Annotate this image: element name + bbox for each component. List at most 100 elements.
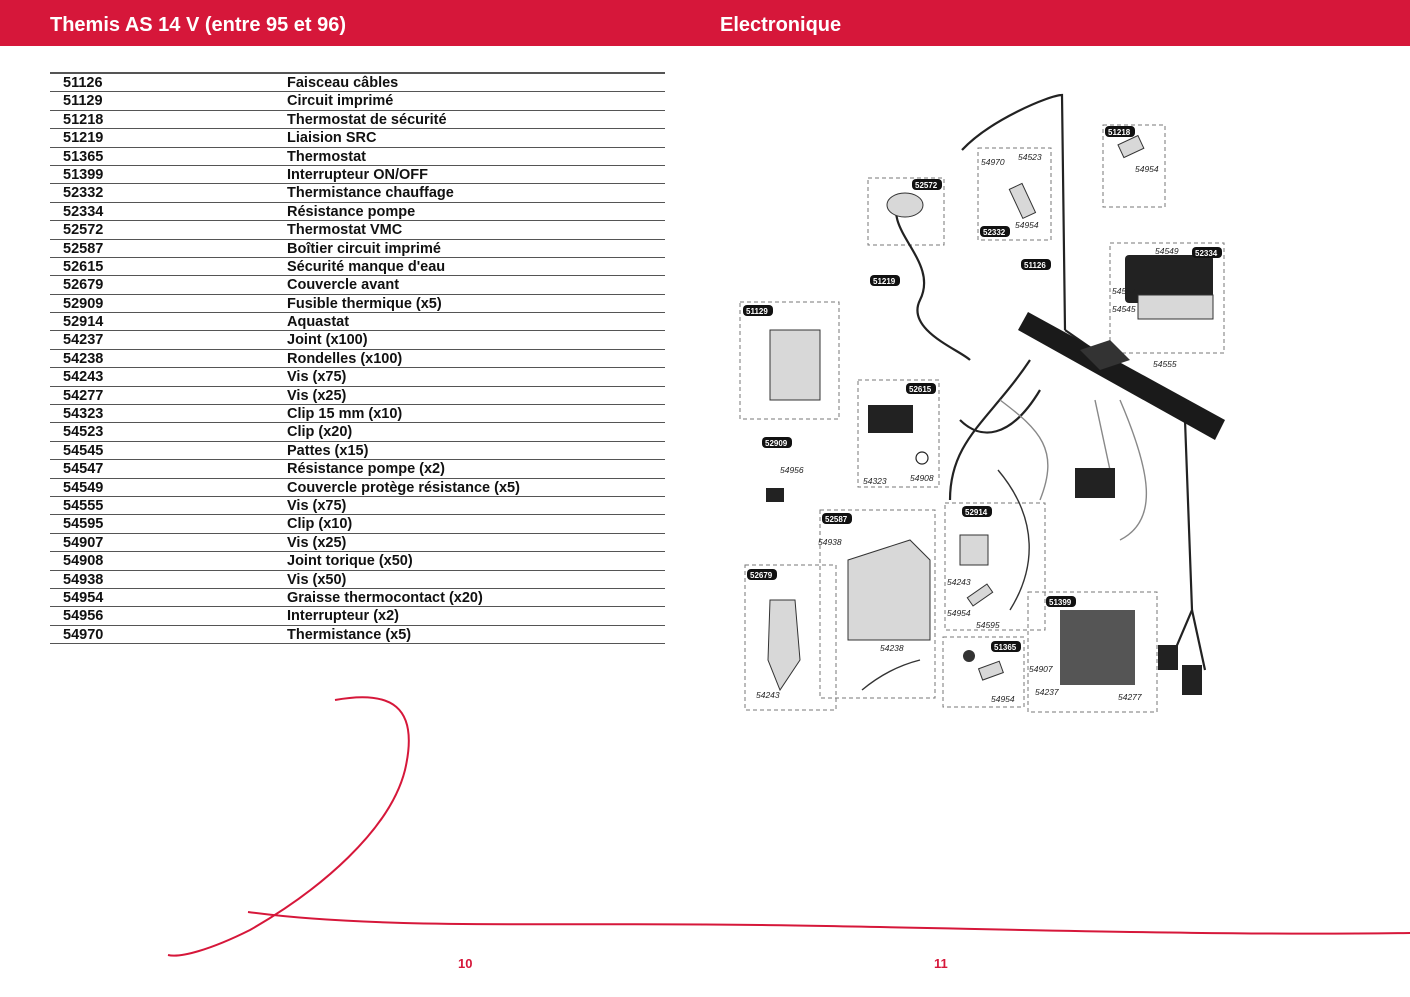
- group-box-52587: [819, 509, 936, 699]
- part-description: Thermostat: [287, 148, 366, 165]
- page-title-right: Electronique: [720, 14, 842, 36]
- part-ref: 54954: [63, 589, 104, 606]
- part-description: Vis (x25): [287, 387, 347, 404]
- part-ref: 51126: [63, 75, 103, 91]
- switch-component: [1060, 610, 1135, 685]
- part-ref: 54938: [63, 571, 104, 588]
- tag-52914: 52914: [962, 506, 992, 517]
- table-row: 54523 Clip (x20): [50, 423, 665, 442]
- front-cover-component: [767, 599, 801, 692]
- part-ref: 54549: [63, 479, 104, 496]
- label-54545: 54545: [1112, 304, 1136, 314]
- part-description: Rondelles (x100): [287, 350, 403, 367]
- label-54238: 54238: [880, 643, 904, 653]
- tag-52332: 52332: [980, 226, 1010, 237]
- svg-text:51219: 51219: [873, 277, 896, 286]
- part-ref: 54555: [63, 497, 104, 514]
- svg-text:51399: 51399: [1049, 598, 1072, 607]
- label-54549: 54549: [1155, 246, 1179, 256]
- part-description: Fusible thermique (x5): [287, 295, 442, 312]
- part-ref: 54277: [63, 387, 104, 404]
- label-54954: 54954: [1015, 220, 1039, 230]
- connector-plug-a: [1158, 645, 1178, 670]
- thermostat-vmc-component: [886, 192, 924, 218]
- part-description: Aquastat: [287, 314, 350, 331]
- label-54243: 54243: [947, 577, 971, 587]
- label-54523: 54523: [1018, 152, 1042, 162]
- label-54595: 54595: [976, 620, 1000, 630]
- part-description: Vis (x50): [287, 571, 347, 588]
- thermostat-safety-component: [1117, 134, 1145, 159]
- resistance-cover-component: [1137, 294, 1214, 320]
- group-box-51365: [942, 636, 1025, 708]
- tag-52679: 52679: [747, 569, 777, 580]
- part-description: Circuit imprimé: [287, 93, 394, 110]
- part-description: Vis (x75): [287, 497, 347, 514]
- header-band: [0, 0, 1410, 46]
- svg-text:51218: 51218: [1108, 128, 1131, 137]
- aquastat-component: [959, 534, 989, 566]
- table-row: 54277 Vis (x25): [50, 387, 665, 406]
- o-ring-component: [915, 451, 929, 465]
- table-row: 54555 Vis (x75): [50, 497, 665, 516]
- table-row: 54938 Vis (x50): [50, 571, 665, 589]
- connector-plug-b: [1182, 665, 1202, 695]
- part-ref: 54907: [63, 534, 104, 551]
- page-title-left: Themis AS 14 V (entre 95 et 96): [50, 14, 347, 36]
- part-description: Thermistance chauffage: [287, 185, 454, 202]
- part-ref: 51129: [63, 93, 103, 110]
- label-54954: 54954: [1135, 164, 1159, 174]
- group-box-52914: [944, 502, 1046, 631]
- part-ref: 54238: [63, 350, 104, 367]
- thermostat-disc-component: [963, 650, 975, 662]
- label-54956: 54956: [780, 465, 804, 475]
- label-54555: 54555: [1153, 359, 1177, 369]
- part-ref: 52572: [63, 222, 104, 239]
- part-ref: 54547: [63, 461, 104, 478]
- tag-51365: 51365: [991, 641, 1021, 652]
- svg-text:52679: 52679: [750, 571, 773, 580]
- part-description: Interrupteur (x2): [287, 608, 399, 625]
- tag-52334: 52334: [1192, 247, 1222, 258]
- table-row: 51129 Circuit imprimé: [50, 92, 665, 111]
- part-ref: 54523: [63, 424, 104, 441]
- part-ref: 51218: [63, 111, 104, 128]
- table-row: 54907 Vis (x25): [50, 534, 665, 553]
- tag-51219: 51219: [870, 275, 900, 286]
- part-description: Interrupteur ON/OFF: [287, 166, 428, 183]
- label-54547: 54547: [1112, 286, 1136, 296]
- thermistance-component: [1008, 182, 1037, 220]
- part-ref: 54908: [63, 553, 104, 570]
- part-ref: 52334: [63, 203, 104, 220]
- water-safety-component: [868, 405, 913, 433]
- label-54954: 54954: [991, 694, 1015, 704]
- part-description: Vis (x25): [287, 534, 347, 551]
- label-54277: 54277: [1118, 692, 1142, 702]
- part-description: Pattes (x15): [287, 442, 369, 459]
- part-description: Clip (x20): [287, 424, 353, 441]
- part-description: Sécurité manque d'eau: [287, 258, 446, 275]
- part-description: Graisse thermocontact (x20): [287, 589, 483, 606]
- resistance-pump-component: [1125, 255, 1213, 303]
- svg-text:52909: 52909: [765, 439, 788, 448]
- part-description: Vis (x75): [287, 369, 347, 386]
- label-54970: 54970: [981, 157, 1005, 167]
- circuit-board-component: [769, 329, 821, 401]
- table-row: 54954 Graisse thermocontact (x20): [50, 589, 665, 608]
- label-54323: 54323: [863, 476, 887, 486]
- part-ref: 54595: [63, 516, 104, 533]
- svg-text:51365: 51365: [994, 643, 1017, 652]
- group-box-52332: [977, 147, 1052, 241]
